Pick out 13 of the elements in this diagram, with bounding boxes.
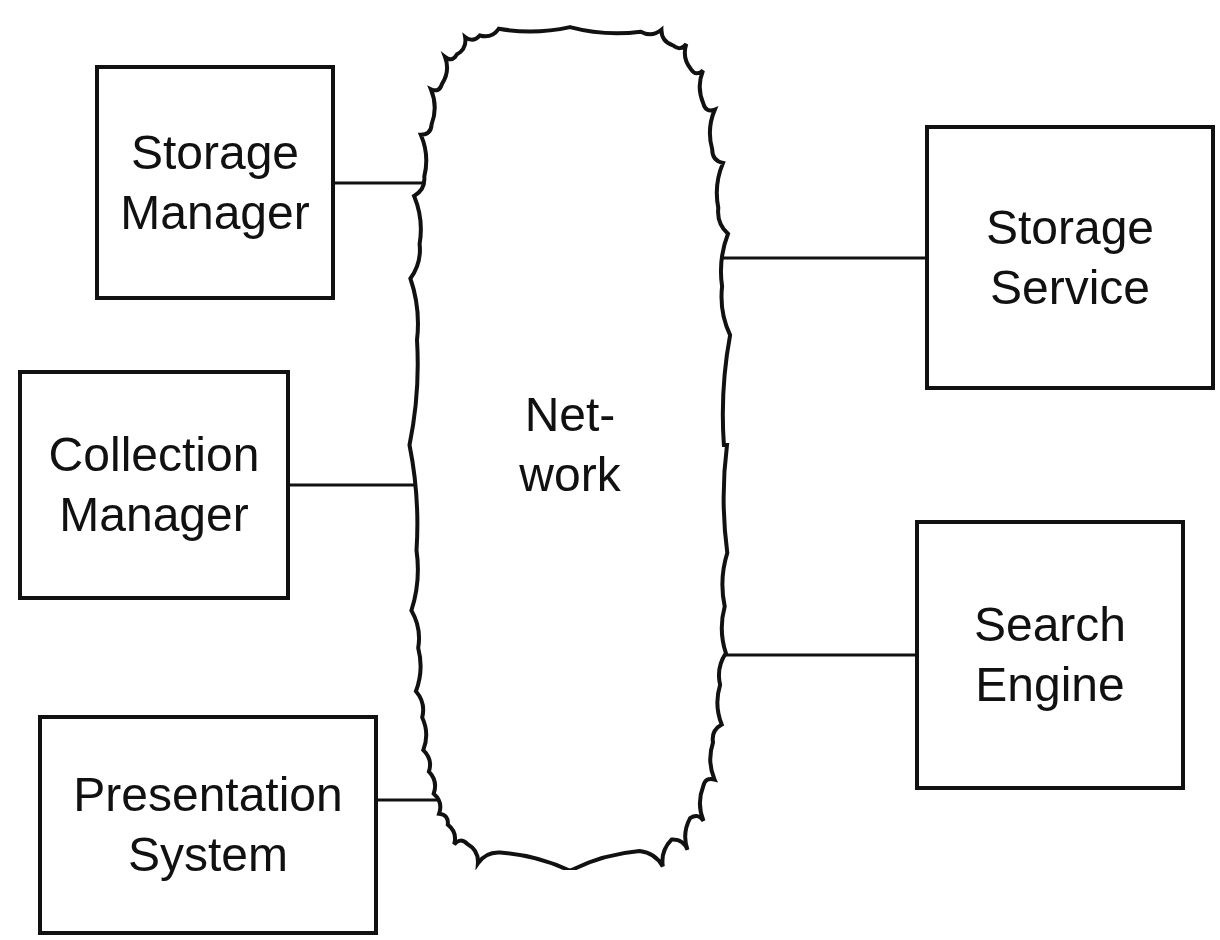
component-box [38,715,378,935]
component-label: Search Engine [972,597,1128,713]
component-label: Presentation System [72,767,344,883]
component-box [95,65,335,300]
component-box [925,125,1215,390]
component-box [915,520,1185,790]
connector-line [725,653,915,657]
component-box [18,370,290,600]
component-label: Collection Manager [47,427,261,543]
component-label: Storage Service [984,199,1156,316]
component-label: Net- work [518,387,622,503]
connector-line [335,181,424,185]
component-label: Storage Manager [119,124,311,241]
